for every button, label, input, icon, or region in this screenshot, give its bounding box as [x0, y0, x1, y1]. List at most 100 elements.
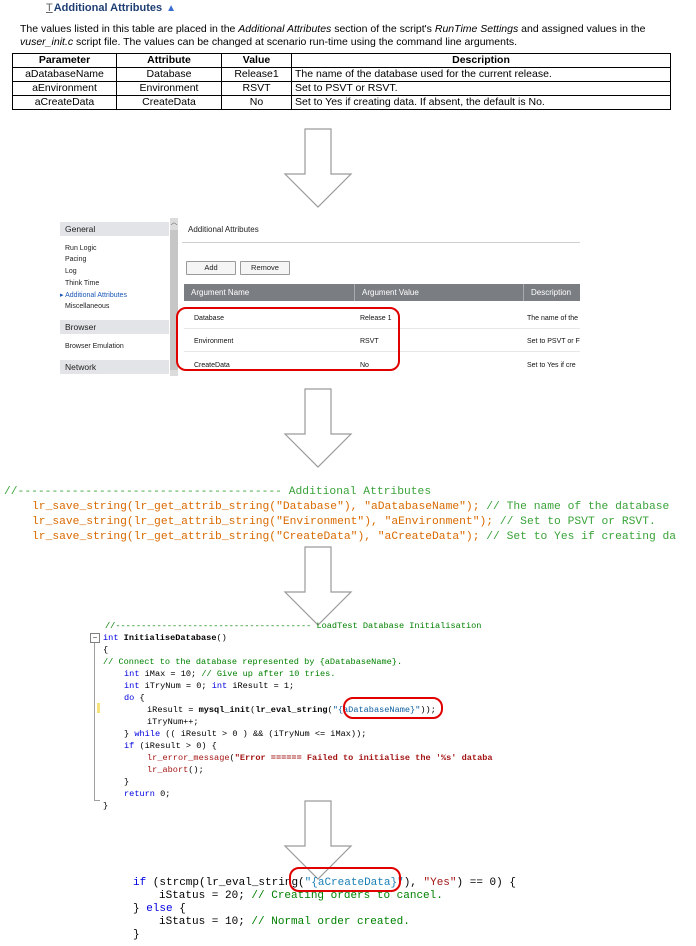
grid-cell-value[interactable]: No	[360, 362, 369, 369]
grid-cell-value[interactable]: Release 1	[360, 315, 392, 322]
code-punct: );	[465, 501, 487, 513]
code-comment-line: //--------------------------------------…	[4, 485, 431, 500]
header-description: Description	[291, 53, 671, 68]
sidebar-item-additional-attributes[interactable]: ▸ Additional Attributes	[60, 291, 127, 300]
table-header-row: Parameter Attribute Value Description	[12, 53, 671, 68]
code-punct: (	[250, 705, 256, 715]
code-text: iMax = 10;	[139, 669, 202, 679]
scroll-up-icon[interactable]: ︿	[170, 219, 178, 226]
settings-sidebar: General Run Logic Pacing Log Think Time …	[60, 218, 169, 376]
code-line: if (iResult > 0) {	[124, 740, 217, 752]
grid-cell-description[interactable]: Set to Yes if cre	[527, 362, 576, 369]
caret-right-icon: ▸	[60, 292, 64, 299]
add-button[interactable]: Add	[186, 261, 236, 275]
code-line: int iTryNum = 0; int iResult = 1;	[124, 680, 294, 692]
scrollbar-thumb[interactable]	[170, 230, 178, 370]
sidebar-item-run-logic[interactable]: Run Logic	[65, 245, 97, 252]
sidebar-item-miscellaneous[interactable]: Miscellaneous	[65, 303, 110, 310]
cell-attribute: Environment	[116, 81, 222, 96]
code-line: }	[103, 801, 109, 811]
code-line: if (strcmp(lr_eval_string("{aCreateData}…	[133, 877, 516, 890]
cell-description: Set to PSVT or RSVT.	[291, 81, 671, 96]
code-line: iStatus = 20; // Creating orders to canc…	[159, 890, 443, 903]
comment-text: //--------------------------------------…	[4, 486, 289, 498]
column-argument-value[interactable]: Argument Value	[355, 284, 524, 301]
code-fn: lr_eval_string	[255, 705, 328, 715]
attributes-table: Parameter Attribute Value Description aD…	[12, 53, 671, 110]
highlight-ring	[343, 697, 443, 719]
code-punct: ) == 0) {	[456, 877, 516, 889]
changed-line-marker	[97, 703, 100, 713]
code-line: do {	[124, 692, 145, 704]
cell-attribute: Database	[116, 67, 222, 82]
code-line: iStatus = 10; // Normal order created.	[159, 916, 410, 929]
code-fn: lr_get_attrib_string(	[133, 531, 277, 543]
collapse-icon[interactable]: −	[90, 633, 100, 643]
code-punct: (	[199, 877, 206, 889]
code-fn: mysql_init	[198, 705, 251, 715]
code-keyword: int	[124, 669, 140, 679]
code-keyword: int	[211, 681, 228, 691]
code-comment-line: //--------------------------------------…	[105, 621, 482, 631]
code-arg: "Environment"	[276, 516, 365, 528]
anchor-mark: T	[46, 2, 53, 14]
code-fn: lr_save_string(	[32, 501, 134, 513]
code-punct: ),	[403, 877, 424, 889]
doc-section-title: TAdditional Attributes▲	[46, 2, 176, 14]
sidebar-group-browser[interactable]: Browser	[60, 320, 169, 334]
desc-text: The values listed in this table are plac…	[20, 23, 239, 35]
sidebar-item-think-time[interactable]: Think Time	[65, 280, 100, 287]
code-keyword: else	[146, 903, 173, 915]
column-description[interactable]: Description	[531, 288, 572, 297]
code-keyword: do	[124, 693, 135, 703]
code-text: {	[134, 693, 145, 703]
code-text: iStatus = 10;	[159, 916, 252, 928]
sidebar-item-label: Additional Attributes	[65, 292, 127, 299]
grid-cell-name[interactable]: CreateData	[194, 362, 230, 369]
grid-cell-name[interactable]: Database	[194, 315, 224, 322]
panel-title: Additional Attributes	[188, 225, 259, 234]
cell-parameter: aDatabaseName	[12, 67, 117, 82]
down-arrow-icon	[283, 388, 353, 468]
code-line: iTryNum++;	[147, 717, 199, 727]
grid-cell-description[interactable]: The name of the	[527, 315, 578, 322]
table-row: aDatabaseName Database Release1 The name…	[12, 67, 671, 82]
column-argument-name[interactable]: Argument Name	[184, 284, 355, 301]
back-to-top-icon[interactable]: ▲	[166, 3, 177, 14]
code-string: "{aCreateData}"	[304, 877, 404, 889]
code-comment: // Normal order created.	[251, 916, 410, 928]
code-string: "Yes"	[423, 877, 457, 889]
desc-text-italic: RunTime Settings	[434, 23, 519, 35]
code-comment: // The name of the database	[486, 501, 670, 513]
sidebar-item-log[interactable]: Log	[65, 268, 77, 275]
code-string: "Error ====== Failed to initialise the '…	[234, 753, 493, 763]
code-line: lr_error_message("Error ====== Failed to…	[147, 752, 493, 764]
sidebar-group-general[interactable]: General	[60, 222, 169, 236]
sidebar-scrollbar[interactable]: ︿	[170, 218, 178, 376]
remove-button[interactable]: Remove	[240, 261, 290, 275]
highlight-ring	[289, 867, 401, 892]
grid-cell-description[interactable]: Set to PSVT or F	[527, 338, 580, 345]
grid-cell-value[interactable]: RSVT	[360, 338, 379, 345]
code-line: }	[124, 777, 130, 787]
code-fn: strcmp	[159, 877, 200, 889]
code-fn: lr_eval_string	[205, 877, 299, 889]
code-line: iResult = mysql_init(lr_eval_string("{aD…	[147, 704, 436, 716]
table-row: aEnvironment Environment RSVT Set to PSV…	[12, 81, 671, 96]
code-punct: ),	[357, 531, 378, 543]
grid-row-divider	[184, 328, 580, 329]
code-text: iTryNum = 0;	[139, 681, 212, 691]
code-keyword: if	[133, 877, 147, 889]
code-keyword: return	[124, 789, 155, 799]
code-fn: lr_get_attrib_string(	[133, 516, 277, 528]
sidebar-group-network[interactable]: Network	[60, 360, 169, 374]
header-parameter: Parameter	[12, 53, 117, 68]
code-arg: "Database"	[276, 501, 344, 513]
code-line: int InitialiseDatabase()	[103, 632, 227, 644]
grid-cell-name[interactable]: Environment	[194, 338, 234, 345]
code-arg: "aEnvironment"	[384, 516, 480, 528]
code-line: }	[133, 929, 140, 941]
sidebar-item-browser-emulation[interactable]: Browser Emulation	[65, 343, 124, 350]
sidebar-item-pacing[interactable]: Pacing	[65, 256, 87, 263]
code-text: iStatus = 20;	[159, 890, 252, 902]
